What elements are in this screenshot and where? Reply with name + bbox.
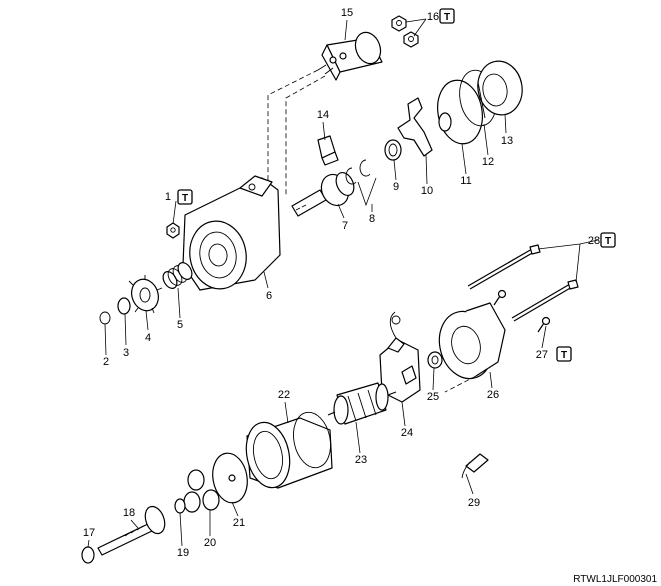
callout-26: 26 (487, 389, 499, 401)
callout-28: 28 (588, 235, 600, 247)
alignment-line-solenoid-2 (285, 75, 326, 195)
callout-6: 6 (266, 290, 272, 302)
callout-12: 12 (482, 156, 494, 168)
callout-20: 20 (204, 537, 216, 549)
part-drive-lever (397, 97, 433, 157)
torque-symbol-1: T (182, 193, 188, 204)
callout-21: 21 (233, 517, 245, 529)
part-snap-rings (345, 159, 371, 185)
torque-symbol-28: T (605, 236, 611, 247)
callout-22: 22 (278, 389, 290, 401)
part-washer-plate (212, 452, 248, 504)
callout-8: 8 (369, 213, 375, 225)
callout-19: 19 (177, 547, 189, 559)
callout-24: 24 (401, 427, 413, 439)
part-brush-holder (379, 311, 421, 403)
part-spring (162, 262, 193, 289)
callout-10: 10 (421, 185, 433, 197)
callout-14: 14 (317, 109, 329, 121)
part-snap-ring-2 (99, 311, 111, 325)
callout-1: 1 (165, 191, 171, 203)
part-pinion-gear (128, 275, 163, 314)
part-front-housing (182, 175, 281, 291)
callout-2: 2 (103, 356, 109, 368)
part-washer-17 (81, 546, 95, 564)
part-nut-1 (166, 222, 180, 239)
callout-7: 7 (342, 220, 348, 232)
part-bearing (427, 351, 443, 369)
part-screws-27 (493, 289, 551, 333)
callout-18: 18 (123, 507, 135, 519)
callout-labels: 1 2 3 4 5 6 7 8 9 10 11 12 13 14 15 16 1… (83, 7, 600, 559)
alignment-line-solenoid (267, 69, 319, 180)
callout-25: 25 (427, 391, 439, 403)
leader-lines (87, 18, 599, 548)
torque-symbol: T (556, 346, 572, 362)
callout-3: 3 (123, 347, 129, 359)
reference-code: RTWL1JLF000301 (573, 574, 657, 585)
part-armature (327, 382, 397, 425)
part-collar (384, 139, 402, 161)
callout-17: 17 (83, 527, 95, 539)
callout-16: 16 (427, 11, 439, 23)
torque-symbol: T (177, 189, 193, 205)
part-plate (437, 79, 483, 145)
part-solenoid-switch (317, 31, 383, 81)
torque-symbol-27: T (561, 350, 567, 361)
callout-23: 23 (355, 454, 367, 466)
callout-5: 5 (177, 319, 183, 331)
callout-13: 13 (501, 135, 513, 147)
part-terminal-clip (461, 453, 489, 479)
part-through-bolts (467, 244, 579, 322)
part-rear-cover (438, 302, 506, 380)
part-lever-holder (317, 135, 339, 166)
callout-11: 11 (460, 175, 471, 187)
part-stop-ring (117, 297, 131, 315)
part-gear-housing-cover (477, 60, 523, 119)
callout-29: 29 (468, 497, 480, 509)
alignment-line-cover (444, 375, 477, 393)
part-washer-19 (174, 498, 186, 514)
part-planetary-shaft (97, 505, 166, 556)
callout-9: 9 (393, 181, 399, 193)
part-overrunning-clutch (291, 172, 355, 217)
callout-4: 4 (145, 332, 151, 344)
callout-15: 15 (341, 7, 353, 19)
torque-symbol-16: T (444, 12, 450, 23)
part-yoke (245, 411, 333, 489)
callout-27: 27 (536, 349, 548, 361)
torque-symbol: T (439, 8, 455, 24)
torque-symbol: T (600, 232, 616, 248)
